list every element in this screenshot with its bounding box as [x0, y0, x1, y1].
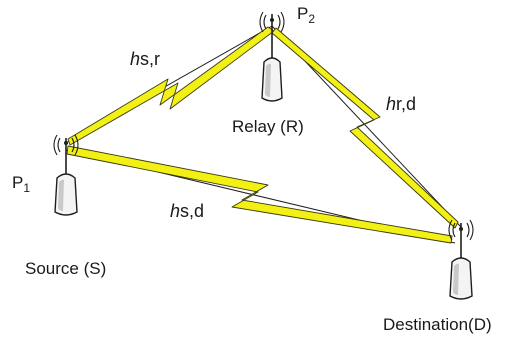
antenna-tower-icon — [53, 134, 79, 216]
lightning-bolt-icon — [271, 27, 459, 229]
antenna-tower-icon — [448, 219, 474, 300]
source-tower — [53, 134, 79, 216]
source-power-label: P1 — [12, 173, 30, 195]
link-label-relay-destination: hr,d — [386, 94, 416, 114]
source-node-label: Source (S) — [25, 259, 106, 278]
relay-power-label: P2 — [297, 4, 315, 26]
destination-node-label: Destination(D) — [383, 315, 492, 334]
lightning-bolts — [66, 26, 459, 244]
antenna-tower-icon — [259, 11, 285, 102]
relay-tower — [259, 11, 285, 102]
link-label-source-destination: hs,d — [170, 201, 204, 221]
relay-node-label: Relay (R) — [232, 117, 304, 136]
destination-tower — [448, 219, 474, 300]
lightning-bolt-icon — [66, 145, 453, 244]
link-label-source-relay: hs,r — [130, 49, 160, 69]
